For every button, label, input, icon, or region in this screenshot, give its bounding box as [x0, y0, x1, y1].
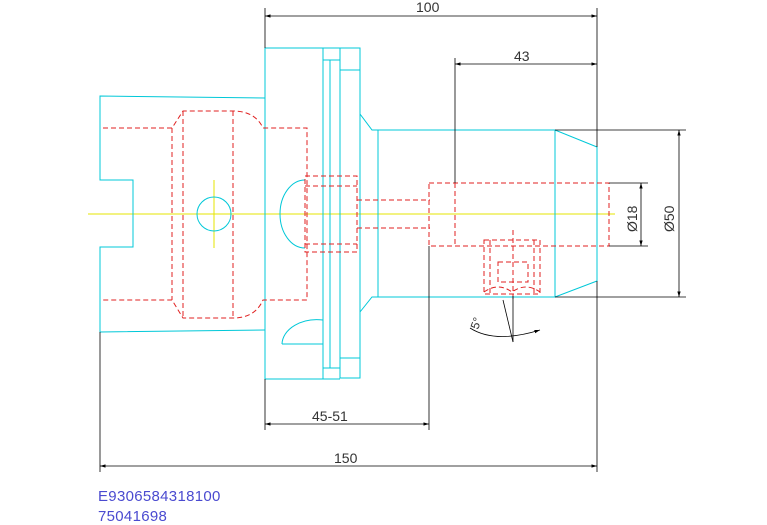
dim-small-bore: Ø18 [624, 205, 640, 232]
dim-outer-dia: Ø50 [661, 205, 677, 232]
taper-shank [99, 95, 266, 333]
internal-bore [103, 110, 308, 319]
part-code: E9306584318100 [98, 488, 221, 505]
set-screw [483, 239, 541, 295]
drive-key-slot [304, 175, 358, 253]
dim-overall-top: 100 [416, 0, 440, 15]
clamp-bore [428, 182, 610, 247]
neck [359, 113, 598, 313]
drive-slot-bottom [281, 319, 324, 345]
dim-overall-length: 150 [334, 450, 358, 466]
hidden-features [103, 110, 610, 319]
v-groove [322, 47, 341, 61]
order-number: 75041698 [98, 508, 168, 525]
dim-bore-depth: 43 [514, 48, 530, 64]
drive-slot-top [279, 179, 306, 249]
dimensions: 100 43 Ø18 Ø50 45-51 150 5° [99, 0, 686, 472]
holder-outline [99, 47, 598, 380]
dim-thread-angle: 5° [468, 315, 485, 331]
angle-arc [469, 327, 541, 337]
dim-gauge-range: 45-51 [312, 408, 348, 424]
cross-hole [196, 196, 232, 232]
